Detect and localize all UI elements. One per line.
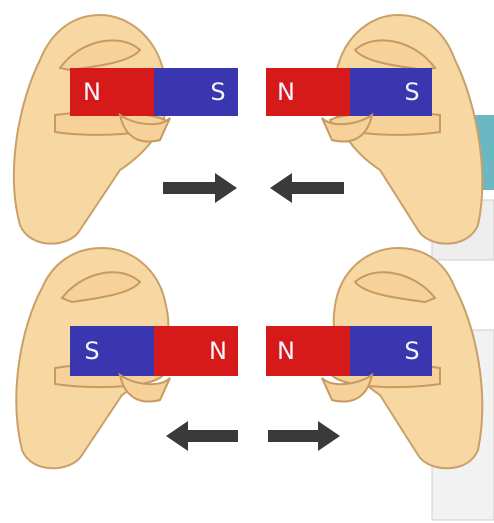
- magnet-top-right-south: [350, 68, 432, 116]
- magnet-top-right-north-label: N: [277, 78, 295, 106]
- magnet-bottom-left-north-label: N: [209, 337, 227, 365]
- attract-arrows: [163, 173, 344, 203]
- magnet-top-right: N S: [266, 68, 432, 116]
- repel-arrows: [166, 421, 340, 451]
- magnet-bottom-right-north-label: N: [277, 337, 295, 365]
- magnet-top-left: N S: [70, 68, 238, 116]
- magnet-bottom-right-north: [266, 326, 350, 376]
- magnet-top-left-south: [154, 68, 238, 116]
- arrow-right-icon: [268, 421, 340, 451]
- magnet-bottom-left-north: [154, 326, 238, 376]
- right-thumb-top: [321, 112, 374, 143]
- arrow-left-icon: [270, 173, 344, 203]
- left-thumb-bottom: [118, 372, 171, 403]
- magnet-bottom-left-south-label: S: [84, 337, 99, 365]
- magnet-top-right-north: [266, 68, 350, 116]
- arrow-left-icon: [166, 421, 238, 451]
- magnet-top-left-south-label: S: [210, 78, 225, 106]
- magnet-top-right-south-label: S: [404, 78, 419, 106]
- arrow-right-icon: [163, 173, 237, 203]
- left-thumb-top: [118, 112, 171, 143]
- magnet-top-left-north: [70, 68, 154, 116]
- right-thumb-bottom: [321, 372, 374, 403]
- magnet-bottom-left-south: [70, 326, 154, 376]
- magnet-top-left-north-label: N: [83, 78, 101, 106]
- magnet-bottom-right-south-label: S: [404, 337, 419, 365]
- magnet-bottom-right-south: [350, 326, 432, 376]
- magnet-bottom-left: S N: [70, 326, 238, 376]
- magnet-bottom-right: N S: [266, 326, 432, 376]
